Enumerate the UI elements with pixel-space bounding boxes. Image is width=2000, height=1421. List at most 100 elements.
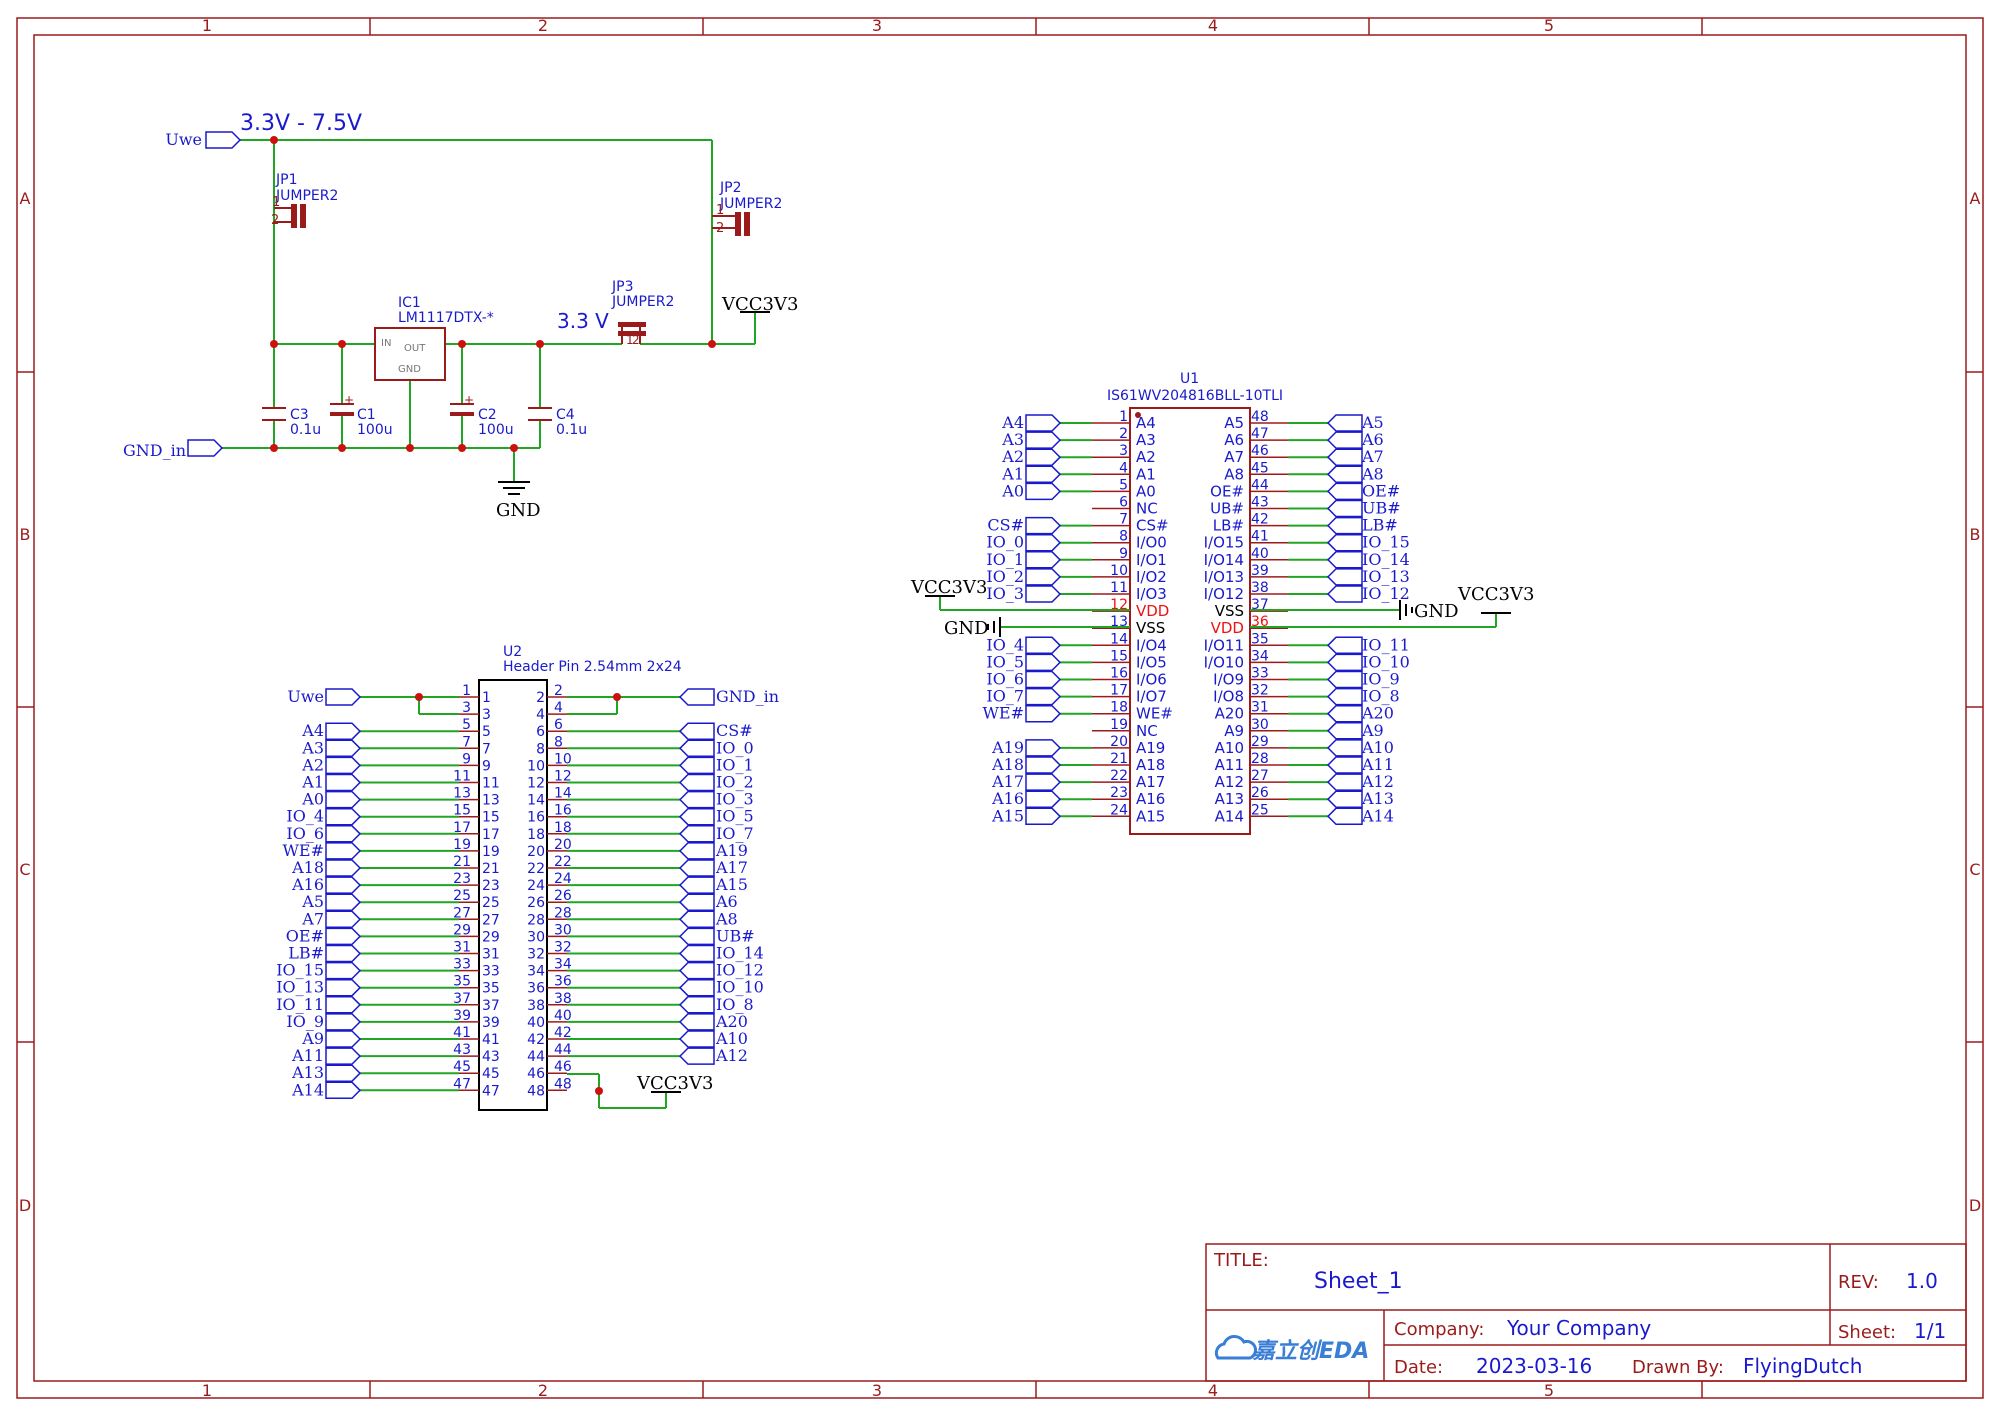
net-port [325, 910, 362, 929]
net-port-label: A20 [1361, 704, 1394, 723]
net-port [1326, 756, 1363, 774]
net-port [1025, 653, 1062, 672]
u2-pin-number-outer: 18 [554, 820, 572, 836]
net-port [678, 773, 715, 792]
u2-pin-number-outer: 34 [554, 957, 572, 973]
net-port-label: A13 [291, 1063, 324, 1082]
net-port [1025, 465, 1062, 484]
net-port-label: UB# [1362, 499, 1401, 518]
u2-pin-number-outer: 47 [453, 1076, 471, 1092]
net-port [1025, 568, 1062, 586]
u2-pin-number-outer: 3 [462, 700, 471, 716]
u1-power-wiring: VCC3V3 GND GND VCC3V3 [910, 577, 1534, 639]
net-port-label: A3 [301, 738, 324, 757]
u2-pin-number-outer: 15 [453, 803, 471, 819]
u1-pin-name: I/O1 [1136, 551, 1167, 569]
u1-pin-number: 25 [1251, 802, 1269, 818]
net-port [1326, 568, 1363, 586]
rev-value: 1.0 [1906, 1269, 1938, 1293]
u1-pin-name: VSS [1215, 602, 1244, 620]
u1-gnd-right-label: GND [1414, 601, 1459, 622]
ic1-ref: IC1 [398, 295, 421, 311]
frame-col-label-top: 5 [1544, 16, 1554, 35]
net-port-label: IO_4 [986, 635, 1024, 654]
u2-pin-number-inner: 7 [482, 741, 491, 757]
u2-pin-number-inner: 25 [482, 895, 500, 911]
u1-pin-number: 42 [1251, 512, 1269, 528]
net-port [678, 825, 715, 843]
net-port [325, 790, 362, 809]
u1-pin-name: I/O8 [1213, 688, 1244, 706]
net-port-label: IO_2 [716, 773, 754, 792]
net-port [1326, 585, 1363, 603]
uwe-port: Uwe [165, 130, 242, 149]
u1-pin-number: 11 [1110, 580, 1128, 596]
u1-pin-name: WE# [1136, 705, 1173, 723]
net-port-label: A3 [1001, 430, 1024, 449]
u1-pin-number: 10 [1110, 563, 1128, 579]
u2-pin-number-inner: 27 [482, 912, 500, 928]
frame-zone-ticks [17, 18, 1983, 1398]
u2-value: Header Pin 2.54mm 2x24 [503, 659, 682, 675]
net-port [325, 773, 362, 792]
net-port-label: UB# [716, 926, 755, 945]
net-port [1025, 773, 1062, 791]
net-port [325, 978, 362, 997]
net-port [1326, 533, 1363, 552]
capacitor-c3: C3 0.1u [262, 407, 321, 438]
gnd-in-port: GND_in [123, 439, 224, 460]
jp1-value: JUMPER2 [275, 188, 338, 204]
gnd-label-power: GND [496, 500, 541, 521]
drawn-by-label: Drawn By: [1632, 1357, 1724, 1378]
u1-pin-name: I/O15 [1204, 534, 1244, 552]
net-port-label: IO_6 [286, 824, 324, 843]
jp3-pin2: 2 [632, 333, 640, 347]
u1-pin-name: A13 [1215, 790, 1244, 808]
u2-pin-number-outer: 38 [554, 991, 572, 1007]
u2-pin-number-outer: 4 [554, 700, 563, 716]
u2-pin-number-inner: 12 [527, 776, 545, 792]
frame-col-label-bottom: 5 [1544, 1381, 1554, 1400]
net-port-label: A19 [991, 738, 1024, 757]
u1-pin-name: A3 [1136, 431, 1156, 449]
rev-label: REV: [1838, 1272, 1879, 1293]
u2-pin-number-outer: 1 [462, 683, 471, 699]
u1-pin-name: I/O2 [1136, 568, 1167, 586]
u1-pin-number: 16 [1110, 666, 1128, 682]
u2-pin-number-outer: 30 [554, 922, 572, 938]
net-port [1025, 636, 1062, 655]
u2-pin-number-outer: 32 [554, 940, 572, 956]
net-port-label: A18 [291, 858, 324, 877]
jp3-pin1: 1 [626, 333, 634, 347]
net-port [1326, 790, 1363, 808]
frame-col-label-top: 4 [1208, 16, 1218, 35]
frame-col-label-top: 2 [538, 16, 548, 35]
net-port [678, 842, 715, 860]
net-port-label: IO_0 [986, 533, 1024, 552]
c2-value: 100u [478, 422, 514, 438]
net-port [1326, 722, 1363, 740]
u2-pin-number-outer: 39 [453, 1008, 471, 1024]
jp3-value: JUMPER2 [611, 294, 674, 310]
net-port-label: A4 [301, 721, 324, 740]
u1-pin-name: I/O10 [1204, 653, 1244, 671]
u1-pin-number: 40 [1251, 546, 1269, 562]
u2-pin-number-inner: 35 [482, 981, 500, 997]
u2-pin-number-inner: 24 [527, 878, 545, 894]
u1-pin-number: 18 [1110, 700, 1128, 716]
net-port [325, 807, 362, 826]
ic1-out-label: OUT [404, 343, 426, 354]
net-port [325, 961, 362, 980]
net-port-label: A16 [991, 789, 1024, 808]
u2-pin-number-inner: 10 [527, 758, 545, 774]
net-port [1025, 704, 1062, 723]
net-port [1326, 414, 1363, 432]
net-port [1025, 414, 1062, 432]
net-port [325, 1030, 362, 1048]
u1-pin-name: A8 [1224, 465, 1244, 483]
drawn-by-value: FlyingDutch [1743, 1354, 1862, 1378]
sheet-value: 1/1 [1914, 1319, 1946, 1343]
net-port-label: A12 [715, 1046, 748, 1065]
u1-vcc-left-label: VCC3V3 [910, 577, 987, 598]
net-port [1025, 533, 1062, 552]
